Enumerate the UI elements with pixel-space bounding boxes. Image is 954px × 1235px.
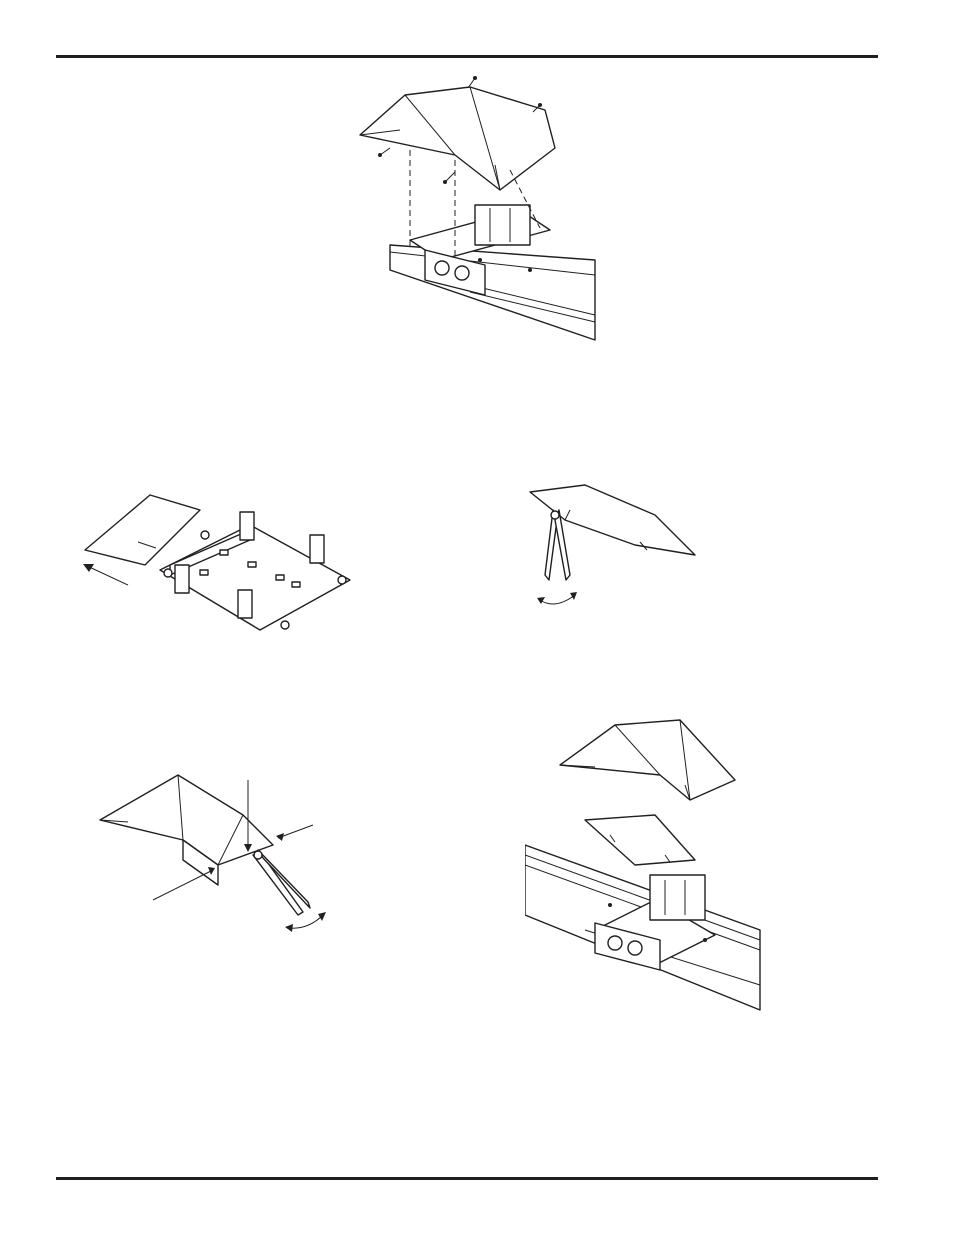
knockout-plate-removal-illustration [80,490,360,640]
pliers-bend-cover-illustration [98,770,338,935]
top-rule [56,55,878,58]
assembly-exploded-illustration [525,715,765,1015]
bottom-rule [56,1177,878,1180]
pliers-break-tab-illustration [525,480,705,620]
cover-installation-illustration [350,70,610,350]
